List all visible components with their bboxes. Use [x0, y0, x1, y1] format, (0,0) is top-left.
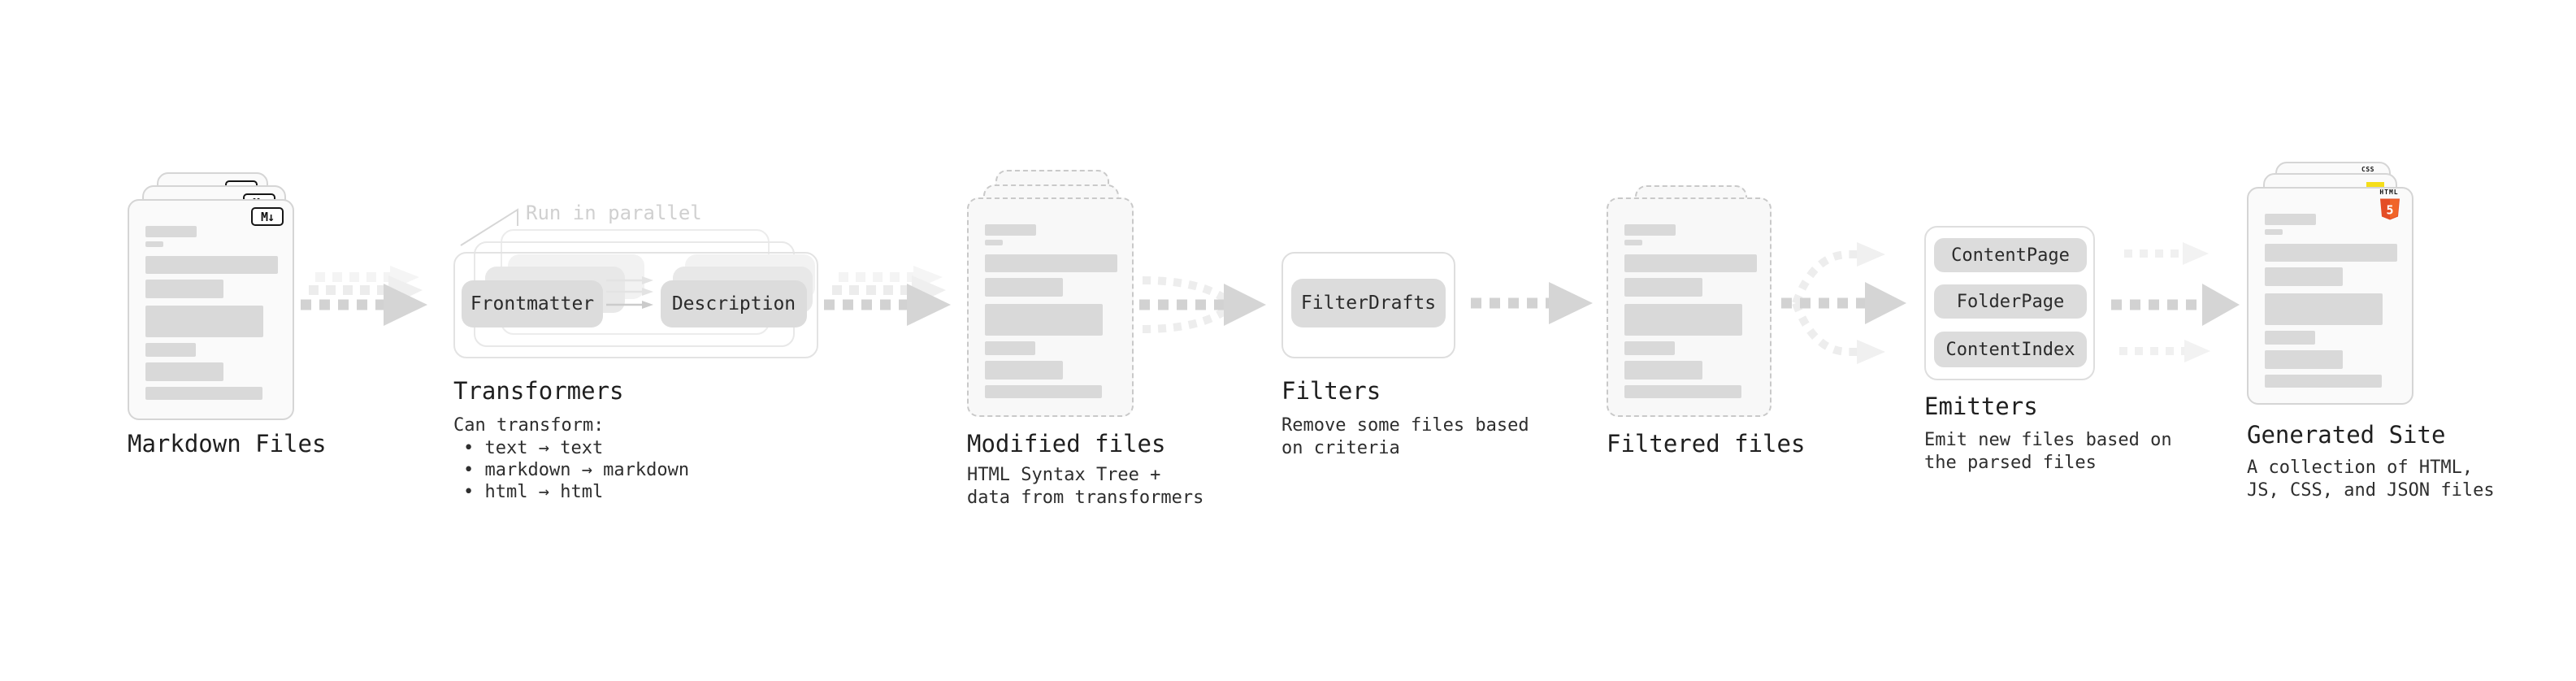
- markdown-file-card-front: M↓: [128, 199, 294, 420]
- document-content-placeholder: [2249, 189, 2412, 403]
- document-content-placeholder: [1608, 199, 1770, 415]
- filtered-files-title: Filtered files: [1607, 430, 1806, 458]
- transformers-bullet-list: • text → text • markdown → markdown • ht…: [453, 437, 689, 503]
- contentindex-pill: ContentIndex: [1934, 332, 2087, 367]
- transform-bullet: • html → html: [463, 482, 604, 502]
- contentpage-pill: ContentPage: [1934, 238, 2087, 272]
- modified-file-card-front: [967, 197, 1134, 417]
- generated-site-title: Generated Site: [2247, 421, 2446, 449]
- emitters-title: Emitters: [1924, 393, 2038, 420]
- filtered-file-card-front: [1607, 197, 1772, 417]
- document-content-placeholder: [969, 199, 1132, 415]
- emitters-caption: Emit new files based on the parsed files: [1924, 430, 2172, 473]
- modified-files-title: Modified files: [967, 430, 1166, 458]
- arrow-modified-to-filters: [1139, 276, 1266, 333]
- arrow-transformers-to-modified: [824, 266, 951, 326]
- transformers-title: Transformers: [453, 377, 624, 405]
- markdown-icon: M↓: [251, 207, 284, 226]
- arrow-markdown-to-transformers: [301, 266, 427, 326]
- filterdrafts-pill: FilterDrafts: [1291, 279, 1446, 327]
- description-pill: Description: [661, 280, 807, 327]
- transform-bullet: • markdown → markdown: [463, 460, 690, 480]
- run-in-parallel-leader-line: [460, 208, 518, 246]
- generated-site-caption: A collection of HTML, JS, CSS, and JSON …: [2247, 458, 2495, 501]
- transformers-box-front: [453, 252, 818, 358]
- folderpage-pill: FolderPage: [1934, 284, 2087, 319]
- arrow-filters-to-filtered: [1471, 282, 1593, 324]
- parallel-transform-arrows: [606, 276, 653, 309]
- svg-text:5: 5: [2386, 203, 2393, 218]
- run-in-parallel-note: Run in parallel: [526, 202, 702, 224]
- transformers-caption: Can transform:: [453, 415, 605, 436]
- document-content-placeholder: [129, 201, 293, 419]
- modified-files-caption: HTML Syntax Tree + data from transformer…: [967, 465, 1204, 508]
- frontmatter-pill: Frontmatter: [462, 280, 603, 327]
- arrow-emitters-to-site: [2111, 242, 2240, 362]
- filters-caption: Remove some files based on criteria: [1281, 415, 1529, 458]
- site-file-card-front: HTML 5: [2247, 187, 2413, 405]
- html5-icon: HTML 5: [2378, 189, 2400, 222]
- transform-bullet: • text → text: [463, 438, 604, 458]
- filters-title: Filters: [1281, 377, 1381, 405]
- markdown-files-title: Markdown Files: [128, 430, 327, 458]
- arrow-filtered-to-emitters: [1781, 242, 1906, 364]
